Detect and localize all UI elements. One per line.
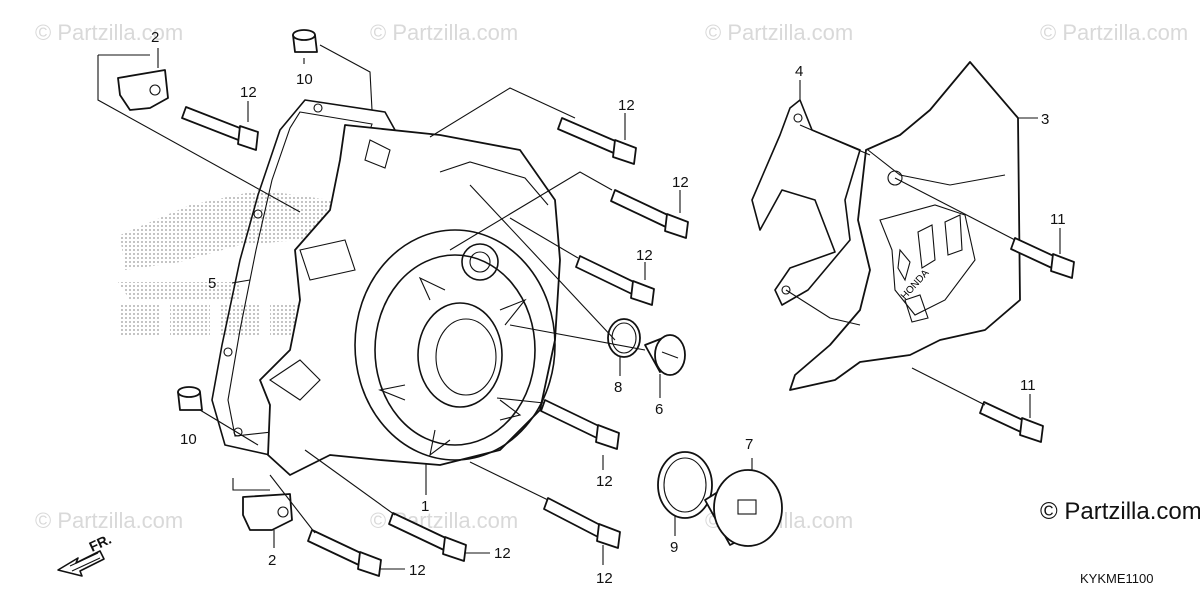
callout-label: 12 <box>596 473 613 490</box>
diagram-reference-code: KYKME1100 <box>1080 571 1154 586</box>
bolt-part-12[interactable] <box>557 117 637 165</box>
timing-hole-cap-part-6[interactable] <box>644 334 686 376</box>
leader-lines <box>97 44 1061 570</box>
callout-label: 12 <box>409 562 426 579</box>
watermark: © Partzilla.com <box>35 20 183 45</box>
callout-label: 2 <box>151 29 159 46</box>
dowel-pin-part-10[interactable] <box>292 29 318 53</box>
callout-label: 12 <box>672 174 689 191</box>
callout-label: 12 <box>596 570 613 587</box>
left-crankcase-cover-part-1[interactable] <box>259 124 561 476</box>
front-direction-indicator: FR. <box>57 531 114 577</box>
o-ring-part-9[interactable] <box>657 451 713 519</box>
watermark: © Partzilla.com <box>35 508 183 533</box>
callout-label: 5 <box>208 275 216 292</box>
callout-label: 6 <box>655 401 663 418</box>
bolt-part-12[interactable] <box>388 512 467 562</box>
logo-letter-shape <box>120 305 160 335</box>
callout-label: 10 <box>180 431 197 448</box>
watermark-group: © Partzilla.com © Partzilla.com © Partzi… <box>35 20 1188 533</box>
callout-label: 11 <box>1050 211 1066 228</box>
callout-label: 12 <box>494 545 511 562</box>
callout-label: 8 <box>614 379 622 396</box>
copyright-notice: © Partzilla.com <box>1040 498 1200 525</box>
bolt-part-11[interactable] <box>979 401 1044 443</box>
callout-label: 9 <box>670 539 678 556</box>
callout-label: 12 <box>240 84 257 101</box>
callout-label: 7 <box>745 436 753 453</box>
front-direction-label: FR. <box>87 531 114 555</box>
left-rear-cover-part-3[interactable]: HONDA <box>789 61 1021 391</box>
cover-center-opening <box>417 302 503 408</box>
front-arrow-icon <box>57 550 105 577</box>
callout-label: 12 <box>618 97 635 114</box>
bolt-part-12[interactable] <box>540 399 620 450</box>
watermark: © Partzilla.com <box>1040 20 1188 45</box>
watermark: © Partzilla.com <box>705 20 853 45</box>
callout-label: 1 <box>421 498 429 515</box>
bolt-part-11[interactable] <box>1010 237 1075 279</box>
callout-label: 12 <box>636 247 653 264</box>
timing-hole <box>461 243 499 281</box>
clip-part-2[interactable] <box>242 493 293 531</box>
bolt-part-12[interactable] <box>307 529 382 577</box>
callout-label: 3 <box>1041 111 1049 128</box>
bolt-part-12[interactable] <box>610 189 689 239</box>
callout-label: 4 <box>795 63 803 80</box>
bolt-part-12[interactable] <box>543 497 621 549</box>
callout-label: 11 <box>1020 377 1036 394</box>
callout-label: 10 <box>296 71 313 88</box>
watermark: © Partzilla.com <box>370 20 518 45</box>
callout-label: 2 <box>268 552 276 569</box>
clip-part-2[interactable] <box>117 69 169 111</box>
bolt-part-12[interactable] <box>181 106 259 151</box>
crankshaft-hole-cap-part-7[interactable] <box>704 469 783 547</box>
logo-letter-shape <box>170 305 210 335</box>
dowel-pin-part-10[interactable] <box>177 386 203 411</box>
callouts: 2 10 12 12 12 12 5 8 6 10 7 12 1 9 2 12 … <box>151 29 1066 587</box>
sprocket-cover-gasket-part-4[interactable] <box>751 99 861 306</box>
bolt-part-12[interactable] <box>575 255 655 306</box>
